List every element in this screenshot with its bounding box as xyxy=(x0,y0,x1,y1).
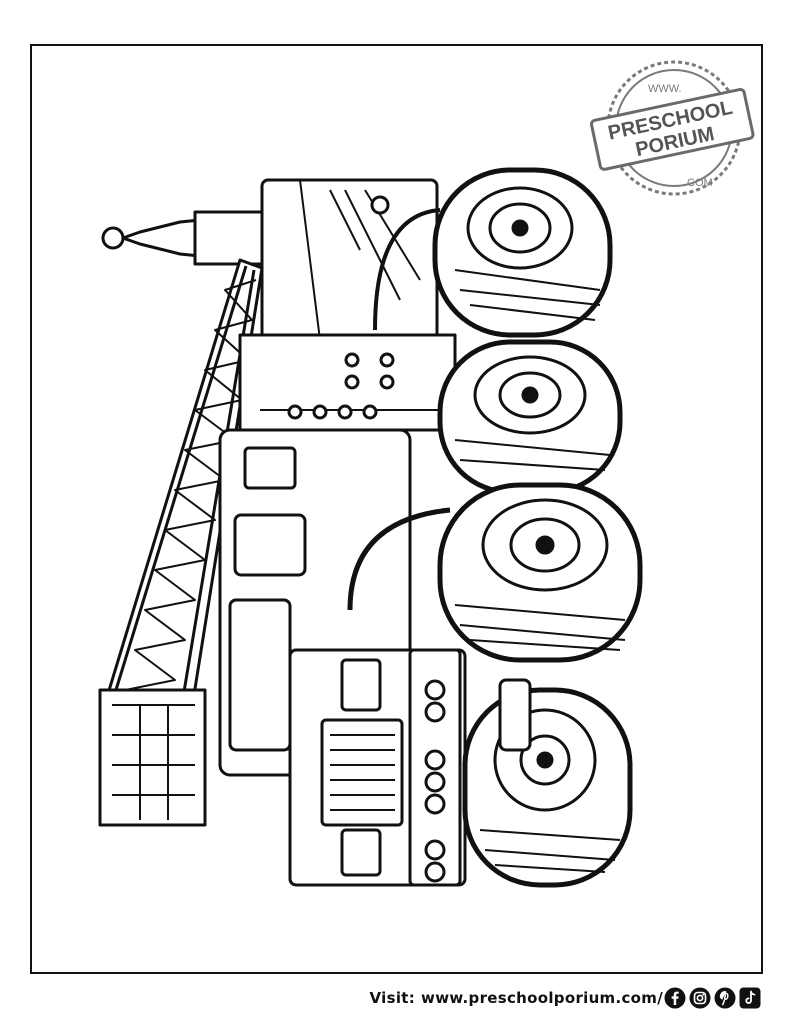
wheel-1 xyxy=(432,167,613,338)
footer: Visit: www.preschoolporium.com/ xyxy=(0,986,791,1016)
wheel-3 xyxy=(437,482,643,663)
facebook-icon[interactable] xyxy=(664,987,686,1009)
rear-body xyxy=(238,178,457,432)
footer-text: Visit: www.preschoolporium.com/ xyxy=(370,989,664,1007)
instagram-icon[interactable] xyxy=(689,987,711,1009)
cab xyxy=(218,428,467,887)
tiktok-icon[interactable] xyxy=(739,987,761,1009)
preschool-porium-stamp: WWW. PRESCHOOL PORIUM .COM xyxy=(590,60,755,196)
wheel-4 xyxy=(462,678,633,888)
website-link[interactable]: www.preschoolporium.com/ xyxy=(421,989,663,1007)
pinterest-icon[interactable] xyxy=(714,987,736,1009)
stamp-bottom-text: .COM xyxy=(684,177,713,189)
stamp-top-text: WWW. xyxy=(648,83,682,95)
wheel-2 xyxy=(437,339,623,495)
visit-label: Visit: xyxy=(369,989,416,1007)
